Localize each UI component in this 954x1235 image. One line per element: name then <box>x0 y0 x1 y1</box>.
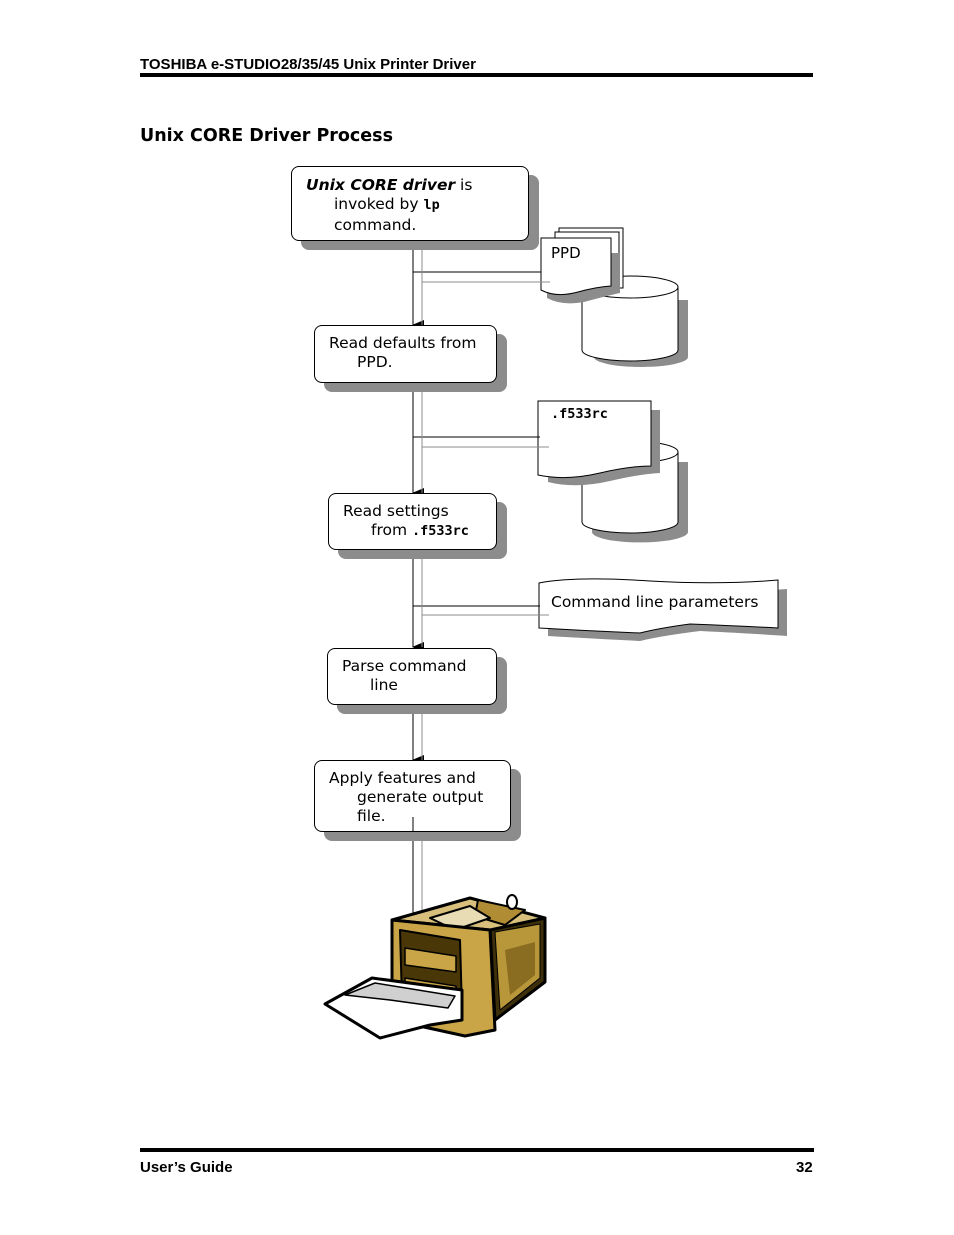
cmdline-label: Command line parameters <box>551 593 759 611</box>
section-title: Unix CORE Driver Process <box>140 126 393 146</box>
footer-rule <box>140 1148 814 1152</box>
ppd-label: PPD <box>551 244 581 262</box>
read-settings-line1: Read settings <box>343 502 449 520</box>
command-line-banner-icon <box>538 578 787 641</box>
read-ppd-line1: Read defaults from <box>329 334 477 352</box>
page-number: 32 <box>796 1159 813 1176</box>
apply-line1: Apply features and <box>329 769 476 787</box>
apply-line2: generate output <box>357 788 484 806</box>
rc-database-icon <box>537 400 688 543</box>
invoke-text-1: is <box>455 176 473 194</box>
step-read-settings-box: Read settings from .f533rc <box>328 493 497 550</box>
invoke-text-3: command. <box>334 216 417 234</box>
printer-icon <box>323 894 547 1040</box>
ppd-database-icon <box>540 227 688 367</box>
rc-filename: .f533rc <box>412 523 469 539</box>
step-invoke-box: Unix CORE driver is invoked by lp comman… <box>291 166 529 241</box>
step-parse-box: Parse command line <box>327 648 497 705</box>
header-rule <box>140 73 813 77</box>
parse-line1: Parse command <box>342 657 467 675</box>
step-read-ppd-box: Read defaults from PPD. <box>314 325 497 383</box>
invoke-text-2: invoked by <box>334 195 424 213</box>
apply-line3: file. <box>357 807 386 825</box>
parse-line2: line <box>370 676 398 694</box>
rc-label: .f533rc <box>551 406 608 422</box>
driver-name: Unix CORE driver <box>306 176 456 194</box>
footer-guide: User’s Guide <box>140 1159 233 1176</box>
running-header: TOSHIBA e-STUDIO28/35/45 Unix Printer Dr… <box>140 56 476 73</box>
lp-command: lp <box>423 197 440 213</box>
read-ppd-line2: PPD. <box>357 353 393 371</box>
read-settings-line2: from <box>371 521 412 539</box>
